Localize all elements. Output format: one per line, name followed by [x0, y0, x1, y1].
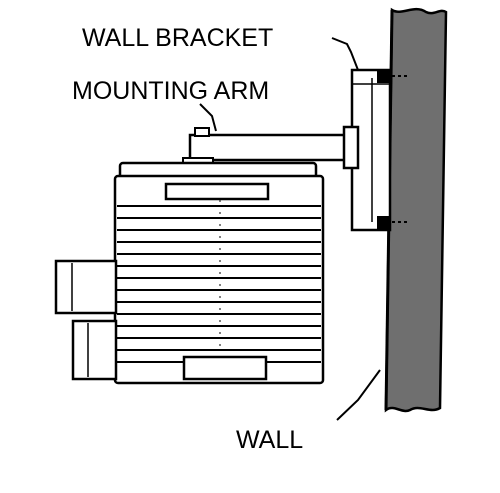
wall-bracket-bolt-bottom — [377, 216, 390, 229]
motor-cooling-fins — [117, 205, 321, 363]
label-wall-bracket: WALL BRACKET — [82, 24, 273, 52]
motor-side-box-upper — [54, 259, 118, 315]
mounting-arm-nub — [194, 127, 210, 137]
wall — [384, 7, 448, 413]
mounting-arm-collar — [342, 125, 360, 170]
wall-bracket — [350, 68, 408, 232]
leader-wall — [336, 369, 381, 421]
wall-bracket-plate — [350, 68, 392, 232]
motor-top-box — [164, 182, 270, 201]
leader-lines — [199, 37, 381, 421]
motor-body — [113, 174, 325, 385]
wall-slab — [384, 7, 448, 413]
mounting-arm-beam — [188, 133, 354, 162]
leader-mounting-arm — [199, 103, 217, 132]
motor-unit — [54, 161, 325, 385]
motor-side-box-lower — [71, 319, 118, 381]
leader-wall-bracket — [331, 37, 359, 71]
motor-bottom-box — [182, 355, 268, 381]
label-wall: WALL — [236, 426, 303, 454]
label-mounting-arm: MOUNTING ARM — [72, 77, 269, 105]
mounting-arm — [182, 125, 360, 170]
wall-bracket-bolt-top — [377, 70, 390, 83]
